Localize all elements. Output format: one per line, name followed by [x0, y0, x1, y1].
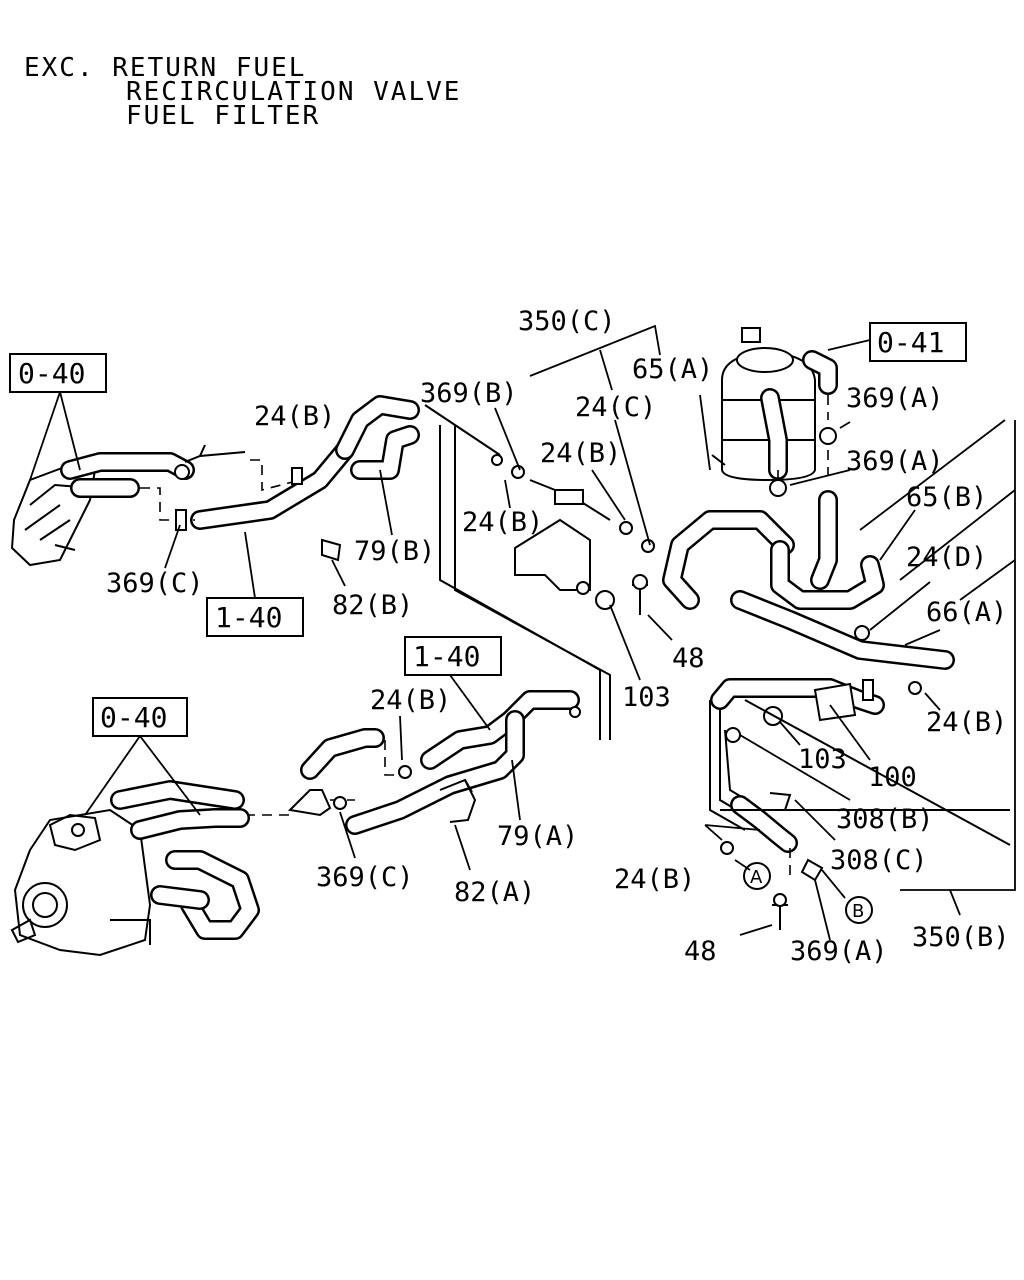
label-369a-middle[interactable]: 369(A): [846, 446, 944, 477]
part-labels: 350(C) 65(A) 369(B) 24(C) 24(B) 24(B) 24…: [106, 306, 1010, 967]
label-24b-right[interactable]: 24(B): [926, 707, 1007, 738]
ref-box-1-40-left-label: 1-40: [215, 601, 282, 634]
ref-box-0-40-top-label: 0-40: [18, 357, 85, 390]
diagram-title: EXC. RETURN FUEL RECIRCULATION VALVE FUE…: [24, 53, 461, 131]
label-369c-left[interactable]: 369(C): [106, 568, 204, 599]
label-24b-lower-center[interactable]: 24(B): [370, 685, 451, 716]
label-79a[interactable]: 79(A): [497, 821, 578, 852]
label-350b[interactable]: 350(B): [912, 922, 1010, 953]
center-bracket: [424, 404, 655, 740]
label-24b-center[interactable]: 24(B): [462, 507, 543, 538]
ref-box-0-40-bottom[interactable]: 0-40: [92, 697, 188, 737]
label-24b-bottom[interactable]: 24(B): [614, 864, 695, 895]
label-24b-top[interactable]: 24(B): [254, 401, 335, 432]
pump-upper-assembly: [10, 444, 246, 567]
hose-79a: [345, 690, 581, 835]
label-24c[interactable]: 24(C): [575, 392, 656, 423]
callout-circle-a: A: [743, 862, 771, 890]
label-65a[interactable]: 65(A): [632, 354, 713, 385]
label-350c[interactable]: 350(C): [518, 306, 616, 337]
title-line-3: FUEL FILTER: [126, 101, 320, 131]
ref-box-1-40-center[interactable]: 1-40: [404, 636, 502, 676]
label-308b[interactable]: 308(B): [836, 804, 934, 835]
label-308c[interactable]: 308(C): [830, 845, 928, 876]
title-line-1: EXC. RETURN FUEL: [24, 53, 306, 83]
title-line-2: RECIRCULATION VALVE: [126, 77, 461, 107]
callout-circle-a-label: A: [750, 867, 763, 888]
label-24d[interactable]: 24(D): [906, 542, 987, 573]
label-369b[interactable]: 369(B): [420, 378, 518, 409]
hose-66a: [730, 590, 955, 670]
label-24b-center-upper[interactable]: 24(B): [540, 438, 621, 469]
hose-79b: [335, 395, 420, 480]
ref-box-0-40-bottom-label: 0-40: [100, 701, 167, 734]
label-48-top[interactable]: 48: [672, 643, 705, 674]
hose-65b: [770, 490, 885, 610]
label-82a[interactable]: 82(A): [454, 877, 535, 908]
callout-circle-b-label: B: [852, 901, 864, 922]
label-82b[interactable]: 82(B): [332, 590, 413, 621]
ref-box-1-40-center-label: 1-40: [413, 640, 480, 673]
label-103-center[interactable]: 103: [622, 682, 671, 713]
ref-box-0-41[interactable]: 0-41: [869, 322, 967, 362]
label-369a-upper[interactable]: 369(A): [846, 383, 944, 414]
label-100[interactable]: 100: [868, 762, 917, 793]
ref-box-0-41-label: 0-41: [877, 326, 944, 359]
ref-box-0-40-top[interactable]: 0-40: [9, 353, 107, 393]
label-65b[interactable]: 65(B): [906, 482, 987, 513]
label-369c-bottom[interactable]: 369(C): [316, 862, 414, 893]
fuel-filter: [711, 327, 838, 482]
high-pressure-pump: [10, 780, 260, 957]
callout-circle-b: B: [845, 896, 873, 924]
ref-box-1-40-left[interactable]: 1-40: [206, 597, 304, 637]
hose-65a: [662, 510, 795, 610]
label-48-bottom[interactable]: 48: [684, 936, 717, 967]
label-369a-bottom[interactable]: 369(A): [790, 936, 888, 967]
hose-1-40-left: [140, 440, 355, 531]
label-66a[interactable]: 66(A): [926, 597, 1007, 628]
label-103-right[interactable]: 103: [798, 744, 847, 775]
return-pipe-assembly: [709, 678, 1011, 853]
label-79b[interactable]: 79(B): [354, 536, 435, 567]
